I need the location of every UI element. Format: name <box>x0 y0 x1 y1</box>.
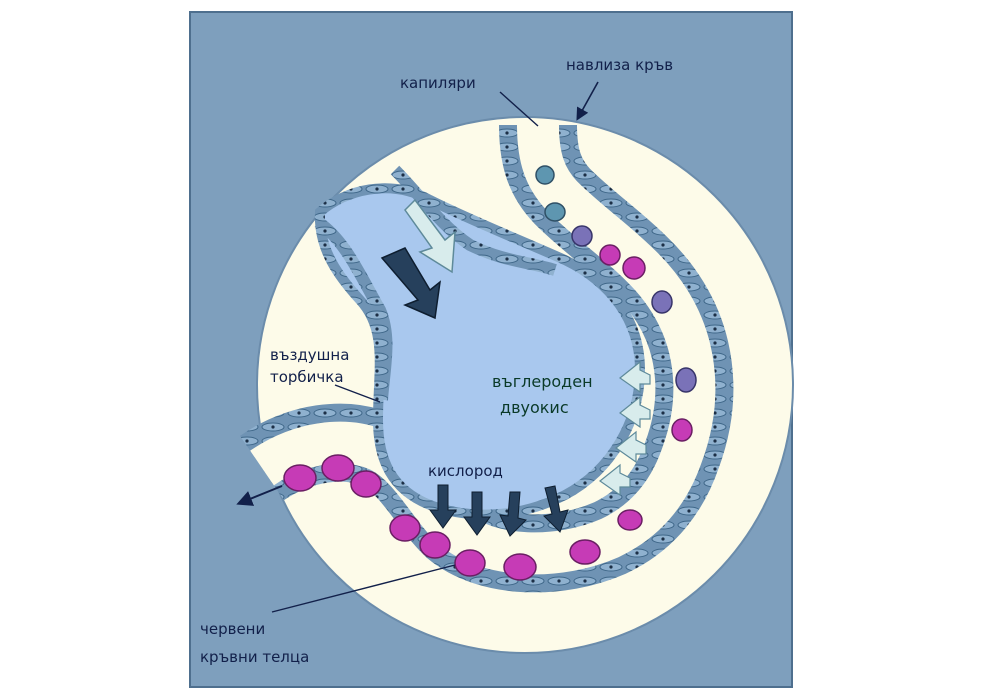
label-rbc-line2: кръвни телца <box>200 648 309 666</box>
label-incoming-blood: навлиза кръв <box>566 56 673 74</box>
air-sac-pointer <box>334 384 381 403</box>
red-blood-cells <box>283 165 697 581</box>
alveolar-duct-wall <box>314 217 393 401</box>
air-in-arrow <box>380 247 442 320</box>
label-air-sac-line1: въздушна <box>270 346 349 364</box>
label-rbc-line1: червени <box>200 620 265 638</box>
co2-arrows <box>598 360 651 497</box>
label-co2-line1: въглероден <box>492 372 593 391</box>
label-air-sac-line2: торбичка <box>270 368 344 386</box>
label-co2-line2: двуокис <box>500 398 569 417</box>
air-out-arrow <box>404 198 456 274</box>
blood-exit-arrow <box>236 485 283 506</box>
label-oxygen: кислород <box>428 462 503 480</box>
oxygen-arrows <box>429 484 569 537</box>
label-capillaries: капиляри <box>400 74 476 92</box>
alveolar-duct-wall-2 <box>390 165 557 276</box>
incoming-blood-pointer <box>576 81 599 121</box>
capillaries-pointer <box>499 91 539 127</box>
rbc-pointer <box>271 564 456 613</box>
